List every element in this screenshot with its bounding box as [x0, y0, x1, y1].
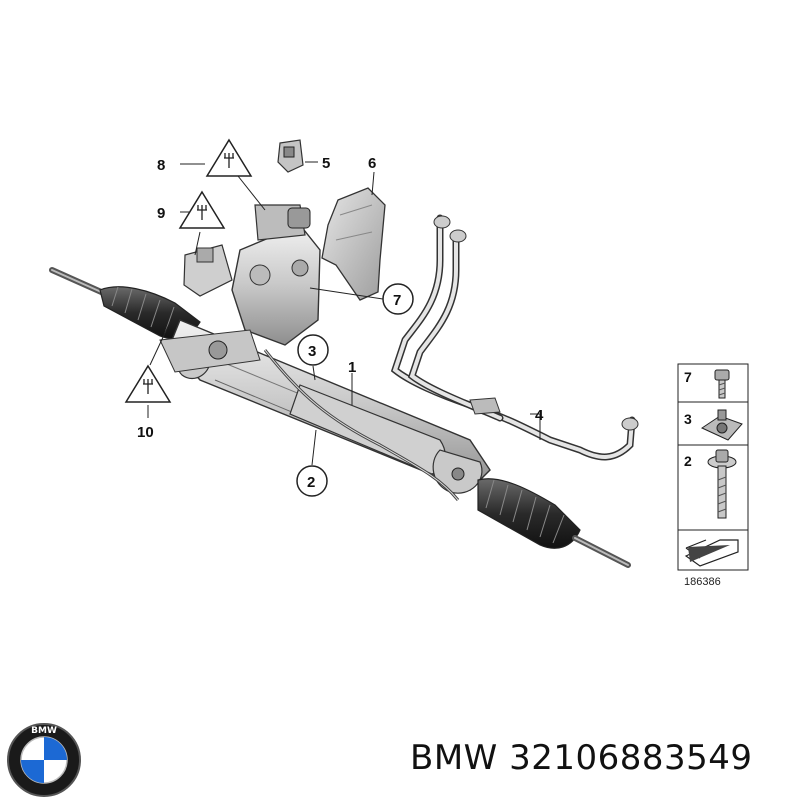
callout-2: 2 [307, 474, 315, 491]
part-6-heat-shield [321, 187, 386, 301]
callout-9: 9 [157, 205, 165, 222]
legend-label-3: 3 [684, 411, 692, 427]
orientation-arrow-icon [684, 539, 739, 567]
callout-1: 1 [348, 359, 356, 376]
part-4-pressure-lines [390, 214, 639, 461]
brand-name: BMW [410, 738, 498, 778]
callout-8: 8 [157, 157, 165, 174]
steering-rack [49, 204, 631, 568]
callout-6: 6 [368, 155, 376, 172]
part-5-sensor [277, 139, 304, 173]
nut-icon [700, 409, 743, 441]
bmw-logo-icon: BMW [7, 723, 81, 797]
callout-3-circle: 3 [297, 334, 329, 366]
callout-7-circle: 7 [382, 283, 414, 315]
callout-7: 7 [393, 292, 401, 309]
legend-label-2: 2 [684, 453, 692, 469]
callout-3: 3 [308, 343, 316, 360]
electrical-warning-icon [205, 138, 253, 177]
svg-text:BMW: BMW [31, 726, 57, 736]
callout-2-circle: 2 [296, 465, 328, 497]
part-number: 32106883549 [509, 738, 753, 778]
legend-label-7: 7 [684, 369, 692, 385]
callout-10: 10 [137, 424, 154, 441]
bolt-icon [714, 369, 730, 399]
callout-4: 4 [535, 407, 544, 424]
bolt-with-washer-icon [707, 449, 737, 519]
fastener-legend: 7 3 2 186386 [677, 363, 749, 588]
diagram-id: 186386 [684, 576, 721, 588]
electrical-warning-icon [178, 190, 226, 229]
part-caption: BMW 32106883549 [410, 738, 753, 778]
callout-5: 5 [322, 155, 330, 172]
electrical-warning-icon [124, 364, 172, 403]
